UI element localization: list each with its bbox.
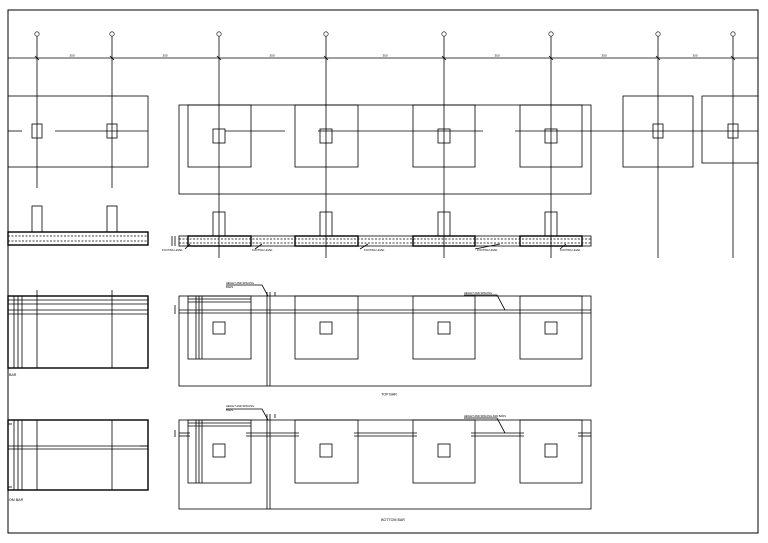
leader-note: HEIGHT AND SPACING	[226, 281, 254, 285]
left-top-title-fragment: BAR	[9, 373, 17, 377]
grid-bubble-6	[548, 31, 554, 37]
leader-note: HEIGHT AND SPACING	[464, 291, 492, 295]
bottom-bar-left-footing	[7, 419, 149, 491]
column	[437, 128, 451, 144]
column	[727, 123, 739, 139]
bottom-bar-notes: HEIGHT AND SPACING BARS HEIGHT AND SPACI…	[226, 404, 506, 418]
bottom-bar-combined-footing	[178, 419, 592, 510]
top-bar-column	[212, 321, 226, 335]
left-bottom-title-fragment: OM BAR	[9, 498, 24, 502]
section-pad	[187, 235, 252, 247]
dimension-label: 300	[692, 54, 697, 58]
dimension-label: 300	[69, 54, 74, 58]
grid-bubbles	[34, 31, 736, 37]
leader-note: BARS	[226, 285, 233, 289]
section-column	[319, 211, 333, 237]
grid-bubble-7	[655, 31, 661, 37]
combined-footing-plan	[178, 104, 592, 195]
top-bar-detail	[7, 284, 592, 387]
top-bar-column	[544, 321, 558, 335]
bottom-bar-column	[319, 443, 333, 458]
footing-pad	[412, 104, 476, 168]
dimension-label: 300	[382, 54, 387, 58]
footing-right-plan-2	[701, 95, 759, 164]
bottom-bar-pad	[294, 419, 359, 484]
leader-note: BARS	[226, 408, 233, 412]
grid-bubble-4	[323, 31, 329, 37]
grid-bubble-5	[441, 31, 447, 37]
top-bar-left-footing	[7, 295, 149, 369]
bottom-bar-column	[437, 443, 451, 458]
plan-view	[7, 95, 759, 195]
bottom-bar-pad	[519, 419, 583, 484]
section-notes: FOOTING LEVEL FOOTING LEVEL FOOTING LEVE…	[162, 248, 581, 252]
section-pad	[294, 235, 359, 247]
dimension-label: 300	[162, 54, 167, 58]
column	[212, 128, 226, 144]
grid-bubble-2	[109, 31, 115, 37]
dimension-labels: 300 300 300 300 300 300 300	[69, 54, 697, 58]
section-note: FOOTING LEVEL	[477, 248, 498, 252]
top-bar-pad	[294, 295, 359, 360]
footing-pad	[187, 104, 252, 168]
top-bar-pad	[412, 295, 476, 360]
top-bar-pad	[519, 295, 583, 360]
section-column	[437, 211, 451, 237]
section-left-column	[106, 205, 118, 233]
dimension-label: 300	[494, 54, 499, 58]
top-bar-combined-footing	[178, 295, 592, 387]
section-note: FOOTING LEVEL	[560, 248, 581, 252]
top-bar-column	[437, 321, 451, 335]
column	[31, 123, 43, 139]
footing-right-plan-1	[622, 95, 694, 168]
column	[106, 123, 118, 139]
grid-bubble-3	[216, 31, 222, 37]
bottom-bar-detail	[7, 408, 592, 510]
section-column	[544, 211, 558, 237]
dimension-ticks	[34, 55, 736, 61]
section-note: FOOTING LEVEL	[162, 248, 183, 252]
bottom-bar-column	[544, 443, 558, 458]
grid-bubble-8	[730, 31, 736, 37]
section-note: FOOTING LEVEL	[364, 248, 385, 252]
leader-note: HEIGHT AND SPACING	[226, 404, 254, 408]
footing-pad	[294, 104, 359, 168]
bottom-bar-column	[212, 443, 226, 458]
column	[652, 123, 664, 139]
dimension-label: 300	[269, 54, 274, 58]
section-view	[7, 205, 592, 250]
bottom-bar-pad	[187, 419, 252, 484]
column	[319, 128, 333, 144]
section-left-column	[31, 205, 43, 233]
section-note: FOOTING LEVEL	[252, 248, 273, 252]
top-bar-title: TOP BAR	[381, 393, 397, 397]
sheet-border	[7, 9, 759, 534]
grid-bubble-1	[34, 31, 40, 37]
column	[544, 128, 558, 144]
top-bar-pad	[187, 295, 252, 360]
bottom-bar-title: BOTTOM BAR	[381, 518, 405, 522]
bottom-bar-pad	[412, 419, 476, 484]
dimension-label: 300	[601, 54, 606, 58]
leader-note: HEIGHT AND SPACING AND BARS	[464, 414, 506, 418]
section-left-slab	[7, 231, 149, 246]
footing-left-plan	[7, 95, 149, 168]
grid-lines	[8, 36, 758, 258]
top-bar-column	[319, 321, 333, 335]
section-combined-slab	[178, 235, 592, 247]
top-bar-notes: HEIGHT AND SPACING BARS HEIGHT AND SPACI…	[226, 281, 492, 295]
section-column	[212, 211, 226, 237]
footing-pad	[519, 104, 583, 168]
